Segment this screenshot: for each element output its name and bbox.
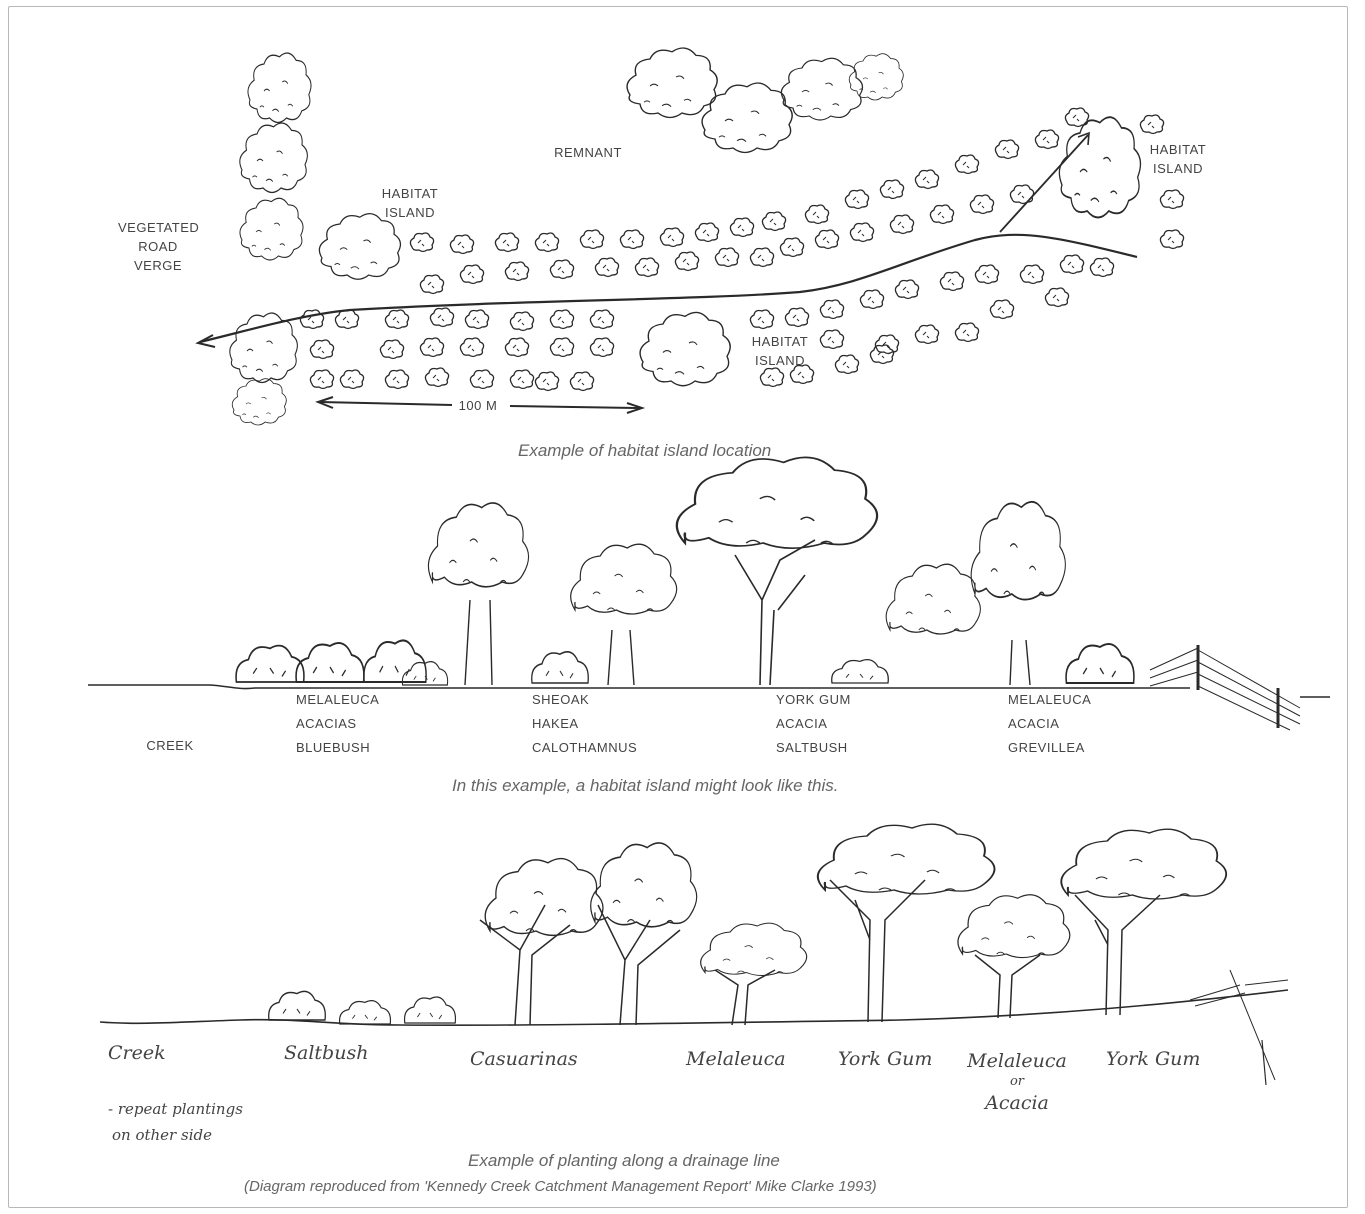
creek-label-section-1: CREEK	[140, 736, 200, 755]
casuarinas-label: Casuarinas	[470, 1048, 578, 1070]
melaleuca-or-acacia-label: Melaleuca or Acacia	[962, 1048, 1072, 1116]
repeat-plantings-note: - repeat plantings on other side	[108, 1096, 243, 1148]
caption-drainage-line: Example of planting along a drainage lin…	[468, 1151, 780, 1171]
section-1-vegetation	[236, 457, 1134, 685]
caption-habitat-island-location: Example of habitat island location	[518, 441, 771, 461]
habitat-island-clumps	[319, 117, 1140, 386]
remnant-label: REMNANT	[543, 143, 633, 162]
plant-group-3: YORK GUM ACACIA SALTBUSH	[776, 688, 896, 760]
york-gum-label-1: York Gum	[838, 1048, 932, 1070]
remnant-vegetation	[627, 48, 903, 152]
caption-habitat-island-look: In this example, a habitat island might …	[452, 776, 838, 796]
habitat-island-label-left: HABITAT ISLAND	[370, 184, 450, 222]
fence-section-2	[1190, 970, 1288, 1085]
habitat-island-label-right: HABITAT ISLAND	[1138, 140, 1218, 178]
saltbush-label: Saltbush	[284, 1042, 368, 1064]
distance-label: 100 M	[448, 396, 508, 415]
melaleuca-label: Melaleuca	[686, 1048, 786, 1070]
plant-group-4: MELALEUCA ACACIA GREVILLEA	[1008, 688, 1128, 760]
habitat-island-label-middle: HABITAT ISLAND	[740, 332, 820, 370]
york-gum-label-2: York Gum	[1106, 1048, 1200, 1070]
plant-group-1: MELALEUCA ACACIAS BLUEBUSH	[296, 688, 416, 760]
plant-group-2: SHEOAK HAKEA CALOTHAMNUS	[532, 688, 672, 760]
section-2-vegetation	[269, 824, 1226, 1025]
road-verge-vegetation	[230, 53, 311, 425]
ground-line-section-1	[88, 685, 1330, 697]
diagram-credit: (Diagram reproduced from 'Kennedy Creek …	[244, 1178, 877, 1195]
creek-label-section-2: Creek	[108, 1042, 166, 1064]
vegetated-road-verge-label: VEGETATED ROAD VERGE	[118, 218, 198, 275]
